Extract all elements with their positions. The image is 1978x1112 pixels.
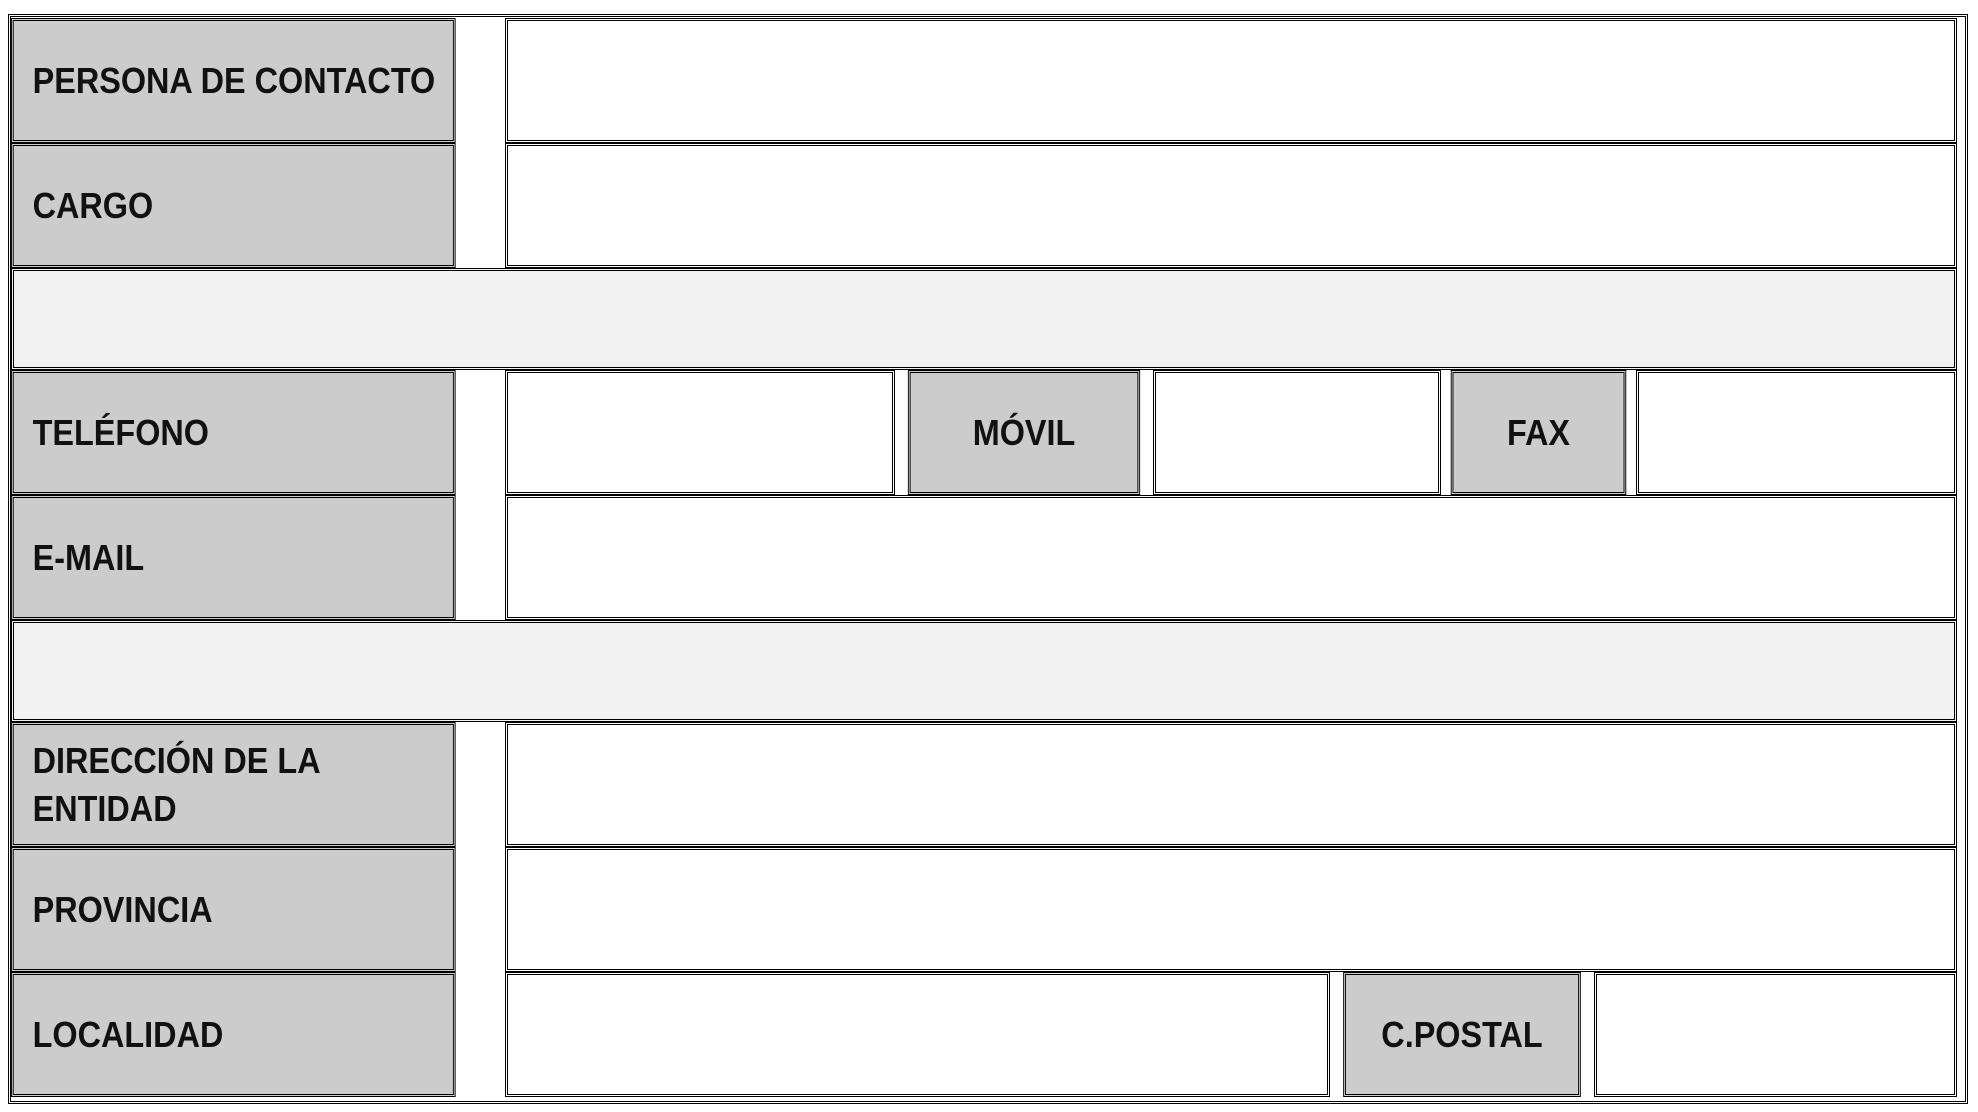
email-label: E-MAIL [11, 495, 456, 620]
phone-label-text: TELÉFONO [32, 411, 209, 453]
address-label-line2: ENTIDAD [32, 787, 177, 829]
province-label: PROVINCIA [11, 847, 456, 972]
mobile-cell [1153, 370, 1441, 495]
contact-person-label-text: PERSONA DE CONTACTO [32, 59, 436, 101]
mobile-label: MÓVIL [907, 370, 1141, 495]
fax-cell [1636, 370, 1957, 495]
address-label-text: DIRECCIÓN DE LA ENTIDAD [33, 737, 321, 833]
province-label-text: PROVINCIA [32, 888, 213, 930]
section-spacer-2 [11, 620, 1957, 722]
postal-code-label: C.POSTAL [1343, 972, 1581, 1097]
position-label: CARGO [11, 143, 456, 268]
locality-label-text: LOCALIDAD [32, 1013, 224, 1055]
email-label-text: E-MAIL [32, 536, 145, 578]
position-cell [505, 143, 1957, 268]
locality-field[interactable] [508, 975, 1327, 1094]
address-cell [505, 722, 1957, 847]
email-field[interactable] [508, 498, 1954, 617]
section-spacer-1 [11, 268, 1957, 370]
contact-person-label: PERSONA DE CONTACTO [11, 18, 456, 143]
locality-cell [505, 972, 1330, 1097]
address-label-line1: DIRECCIÓN DE LA [32, 739, 321, 781]
postal-code-field[interactable] [1597, 975, 1954, 1094]
address-field[interactable] [508, 725, 1954, 844]
fax-field[interactable] [1639, 373, 1954, 492]
position-field[interactable] [508, 146, 1954, 265]
mobile-field[interactable] [1156, 373, 1438, 492]
mobile-label-text: MÓVIL [972, 411, 1076, 453]
postal-code-cell [1594, 972, 1957, 1097]
fax-label-text: FAX [1506, 411, 1570, 453]
province-field[interactable] [508, 850, 1954, 969]
position-label-text: CARGO [32, 184, 154, 226]
email-cell [505, 495, 1957, 620]
phone-cell [505, 370, 895, 495]
address-label: DIRECCIÓN DE LA ENTIDAD [11, 722, 456, 847]
fax-label: FAX [1450, 370, 1627, 495]
phone-field[interactable] [508, 373, 892, 492]
contact-person-cell [505, 18, 1957, 143]
province-cell [505, 847, 1957, 972]
contact-person-field[interactable] [508, 21, 1954, 140]
postal-code-label-text: C.POSTAL [1381, 1013, 1543, 1055]
phone-label: TELÉFONO [11, 370, 456, 495]
locality-label: LOCALIDAD [11, 972, 456, 1097]
